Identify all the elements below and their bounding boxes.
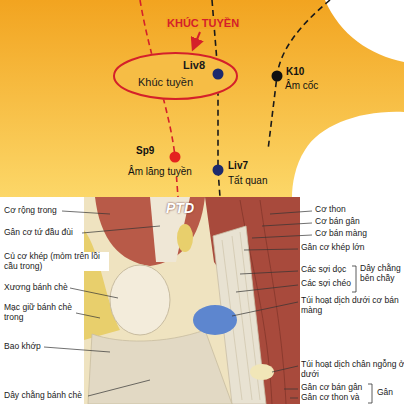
anatomy-label: Túi hoạt dịch chân ngỗng ở dưới [300, 360, 404, 379]
anatomy-label: Mạc giữ bánh chè trong [3, 303, 75, 322]
anatomy-label: Các sợi chéo [300, 279, 352, 289]
anatomy-label: Dây chằng bánh chè [3, 391, 83, 401]
anatomy-label: Cơ thon [314, 205, 347, 215]
anatomy-label: Cơ bán gân [314, 217, 361, 227]
meridian-line [268, 0, 330, 150]
point-name: Âm lăng tuyền [127, 166, 193, 177]
anatomy-label: Gân cơ thon và [300, 393, 361, 403]
bursa [250, 364, 274, 380]
anatomy-label: Dây chằng bên chầy [359, 264, 404, 283]
bracket [368, 384, 372, 403]
acupoint-dot [213, 165, 224, 176]
watermark: PTD [166, 201, 194, 217]
point-name: Tất quan [228, 175, 267, 186]
bracket [352, 266, 356, 292]
anatomy-label: Cơ rộng trong [3, 206, 58, 216]
point-code: Sp9 [136, 145, 154, 156]
joint-capsule [88, 330, 232, 404]
anatomy-label: Cơ bán màng [314, 229, 368, 239]
anatomy-label: Bao khớp [3, 342, 42, 352]
bursa [193, 305, 237, 335]
callout-arrow [193, 32, 200, 49]
anatomy-label: Gân [376, 388, 394, 398]
fat [177, 224, 193, 252]
acupoint-dot [213, 69, 224, 80]
callout-label: KHÚC TUYỀN [166, 17, 240, 29]
anatomy-label: Túi hoạt dịch dưới cơ bán màng [300, 296, 404, 315]
anatomy-label: Gân cơ tứ đầu đùi [3, 228, 74, 238]
leg-shape [0, 0, 404, 197]
anatomy-label: Xương bánh chè [3, 283, 69, 293]
point-name: Âm cốc [285, 80, 318, 91]
point-code: Liv7 [228, 160, 248, 171]
muscle [95, 197, 205, 266]
patella [110, 265, 170, 335]
point-code: Liv8 [183, 59, 205, 71]
anatomy-label: Các sợi dọc [300, 265, 347, 275]
acupoint-dot [170, 152, 181, 163]
point-ellipse: Liv8Khúc tuyền [113, 52, 238, 100]
anatomy-label: Gân cơ bán gân [300, 383, 363, 393]
point-code: K10 [286, 66, 304, 77]
anatomy-label: Gân cơ khép lớn [300, 243, 366, 253]
point-name: Khúc tuyền [138, 76, 193, 88]
leader-line [44, 211, 312, 398]
acupoint-dot [272, 71, 283, 82]
ellipse-ground [114, 52, 238, 100]
anatomy-label: Củ cơ khép (mỏm trên lồi cầu trong) [3, 252, 109, 271]
meridian-line [345, 0, 404, 50]
ellipse-outline [114, 53, 237, 99]
anatomy-ground [84, 197, 300, 404]
